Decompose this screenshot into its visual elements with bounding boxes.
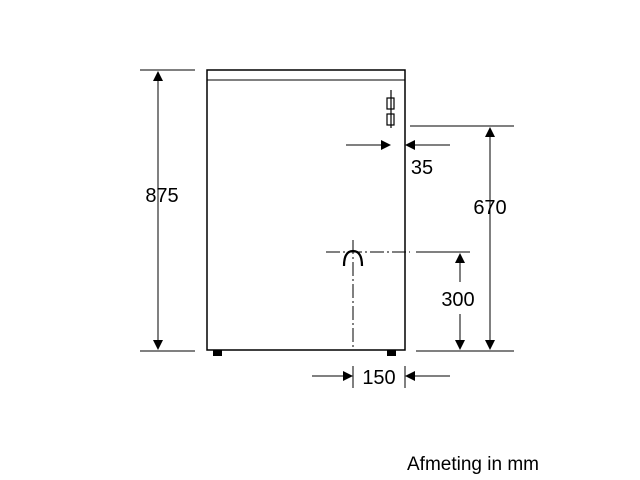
appliance-body [206,69,406,351]
drain-offset-dimension [312,366,450,388]
connection-offset-dimension [346,132,450,158]
left-foot [213,350,222,356]
connection-height-label: 670 [473,197,506,219]
appliance-outline [206,69,406,351]
connection-height-dimension [410,125,514,352]
drain-connection-icon [326,240,410,350]
units-caption: Afmeting in mm [407,454,539,475]
water-inlet-icon [386,90,395,128]
height-dimension-label: 875 [145,185,178,207]
drain-height-dimension [416,251,470,350]
connection-offset-label: 35 [411,157,433,179]
drain-height-label: 300 [441,289,474,311]
height-dimension [140,69,195,352]
drain-offset-label: 150 [362,367,395,389]
right-foot [387,350,396,356]
appliance-feet [213,350,396,356]
